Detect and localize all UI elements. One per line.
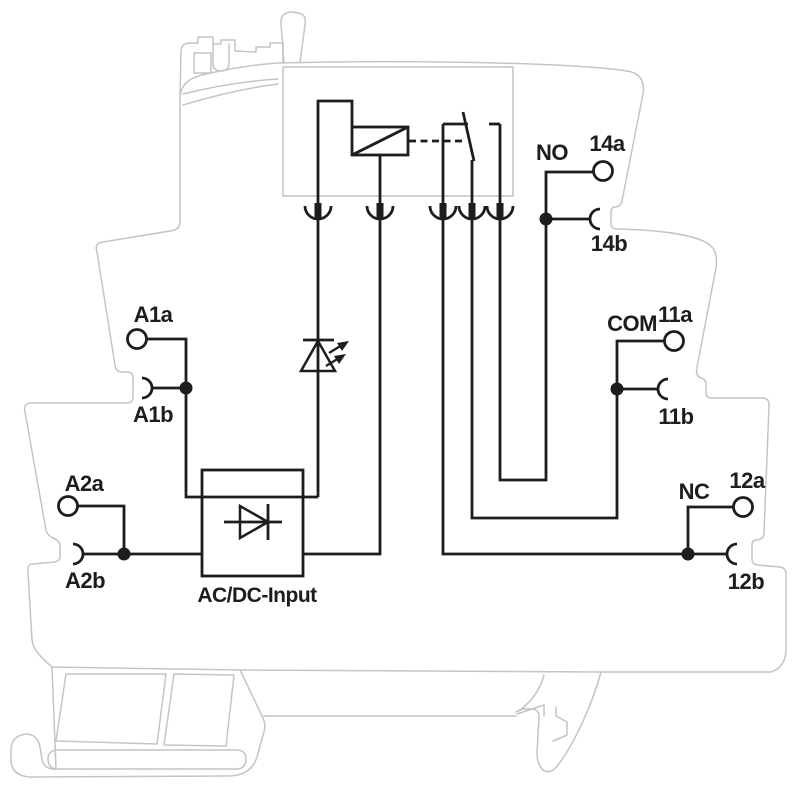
top-release-lever (280, 11, 307, 63)
label-14b: 14b (591, 231, 627, 256)
led-arrow-2-head (334, 354, 346, 364)
wire-a1 (147, 337, 318, 499)
wire-com-contact (470, 160, 664, 520)
led-indicator (298, 338, 349, 373)
relay-compartment-box (282, 66, 514, 197)
wire-nc-contact (441, 124, 688, 556)
connector-pin (457, 203, 487, 221)
junction-a1 (179, 381, 193, 395)
rectifier-diode (224, 503, 282, 541)
connector-pin (365, 203, 395, 221)
label-14a: 14a (589, 131, 625, 156)
wire-coil-return (303, 155, 382, 556)
label-no: NO (536, 140, 568, 165)
foot-cutout-right (163, 673, 235, 747)
label-12b: 12b (728, 569, 764, 594)
label-a2b: A2b (65, 568, 105, 593)
circuit-group (57, 99, 754, 578)
top-clamp-groove (182, 78, 279, 95)
terminal-a2b (72, 542, 85, 566)
circle-terminals (57, 160, 754, 518)
label-a2a: A2a (65, 471, 105, 496)
terminal-a2a (57, 495, 79, 517)
terminal-11a (663, 330, 685, 352)
housing-body-outline (23, 60, 787, 673)
housing-shoulder-groove (182, 83, 279, 106)
label-11b: 11b (658, 404, 693, 429)
label-12a: 12a (729, 468, 765, 493)
terminal-14a (592, 160, 614, 182)
top-clamp-outline (179, 36, 284, 96)
labels-group: NO 14a 14b A1a A1b COM 11a 11b A2a A2b N… (65, 131, 767, 607)
terminal-12a (732, 496, 754, 518)
bottom-latch-spring (552, 706, 568, 742)
junction-11 (610, 382, 624, 396)
led-arrow-1-head (337, 341, 349, 351)
wire-coil-left (316, 99, 354, 497)
contact-blade (461, 111, 476, 162)
top-clamp-channel (212, 43, 230, 72)
din-rail-wedge (516, 704, 545, 717)
connector-pin (485, 203, 515, 221)
label-a1b: A1b (133, 402, 173, 427)
label-nc: NC (679, 479, 710, 504)
relay-coil-diagonal (351, 125, 409, 157)
terminal-a1b (141, 376, 154, 400)
foot-slot (47, 749, 247, 770)
bottom-foot-outline (10, 666, 266, 778)
label-a1a: A1a (134, 302, 174, 327)
bottom-latch-web (518, 674, 545, 712)
top-clamp-hole (193, 52, 212, 74)
label-com: COM (607, 311, 657, 336)
led-triangle (298, 338, 338, 373)
connector-pin (303, 203, 333, 221)
plug-in-connectors (303, 203, 515, 221)
bottom-latch-outline (515, 671, 602, 773)
arc-terminals (72, 207, 738, 566)
junction-a2 (117, 547, 131, 561)
foot-cutout-left (55, 673, 167, 745)
housing-outline-group (10, 11, 787, 778)
junction-dots (117, 212, 695, 561)
connector-pin (428, 203, 458, 221)
label-acdc-input: AC/DC-Input (197, 584, 317, 607)
junction-14 (539, 212, 553, 226)
label-11a: 11a (658, 302, 693, 327)
wire-a2 (78, 504, 126, 554)
terminal-14b (588, 207, 601, 231)
wire-12a-branch (686, 505, 733, 554)
acdc-input-box (200, 468, 305, 578)
junction-12 (681, 547, 695, 561)
terminal-11b (656, 377, 669, 401)
terminal-a1a (126, 328, 148, 350)
terminal-12b (725, 542, 738, 566)
diode-triangle (238, 503, 271, 541)
wire-no-contact (498, 124, 593, 482)
